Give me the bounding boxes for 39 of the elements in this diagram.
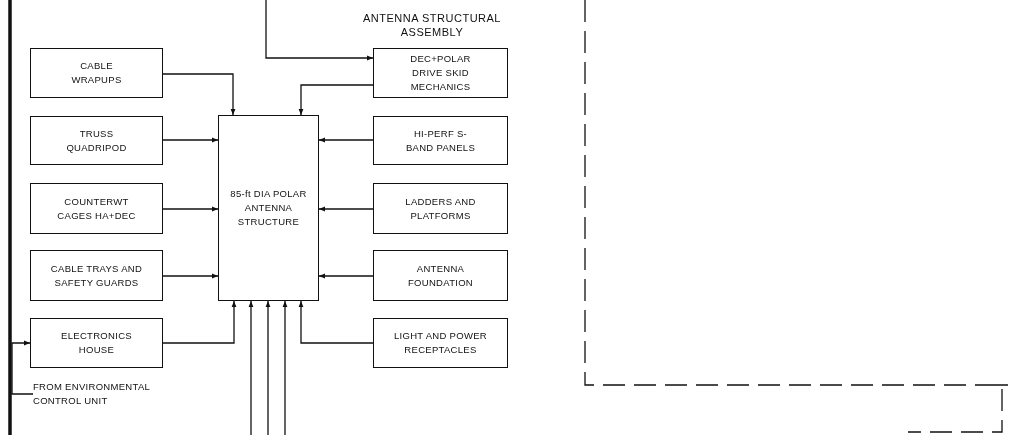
process-box (30, 48, 163, 98)
process-box (373, 183, 508, 234)
process-box (373, 250, 508, 301)
box-label: CABLE WRAPUPS (70, 59, 123, 87)
box-label: COUNTERWT CAGES HA+DEC (56, 194, 137, 223)
arrow (265, 0, 374, 61)
arrow (298, 84, 374, 116)
box-label: 85-ft DIA POLAR ANTENNA STRUCTURE (229, 187, 308, 229)
group-title: ANTENNA STRUCTURAL ASSEMBLY (362, 11, 502, 40)
arrow (162, 300, 237, 344)
arrow (318, 273, 374, 279)
box-label: LADDERS AND PLATFORMS (404, 194, 477, 223)
process-box (30, 183, 163, 234)
note-text: FROM ENVIRONMENTAL CONTROL UNIT (33, 380, 151, 408)
arrow (282, 300, 288, 435)
process-box (218, 115, 319, 301)
box-label: DEC+POLAR DRIVE SKID MECHANICS (409, 52, 472, 94)
process-box (30, 116, 163, 165)
box-label: HI-PERF S-BAND PANELS (405, 126, 476, 155)
arrow (265, 300, 271, 435)
box-label: ELECTRONICS HOUSE (60, 329, 133, 357)
arrow (318, 137, 374, 143)
arrow (162, 206, 219, 212)
process-box (373, 116, 508, 165)
box-label: TRUSS QUADRIPOD (65, 126, 128, 155)
process-box (373, 48, 508, 98)
process-box (373, 318, 508, 368)
arrow (162, 137, 219, 143)
arrow (298, 300, 374, 344)
process-box (30, 250, 163, 301)
arrow (318, 206, 374, 212)
arrow (11, 340, 34, 395)
process-box (30, 318, 163, 368)
box-label: CABLE TRAYS AND SAFETY GUARDS (49, 261, 144, 290)
arrow (248, 300, 254, 435)
arrow (162, 73, 236, 116)
box-label: ANTENNA FOUNDATION (406, 261, 475, 290)
box-label: LIGHT AND POWER RECEPTACLES (393, 329, 488, 357)
arrow (162, 273, 219, 279)
